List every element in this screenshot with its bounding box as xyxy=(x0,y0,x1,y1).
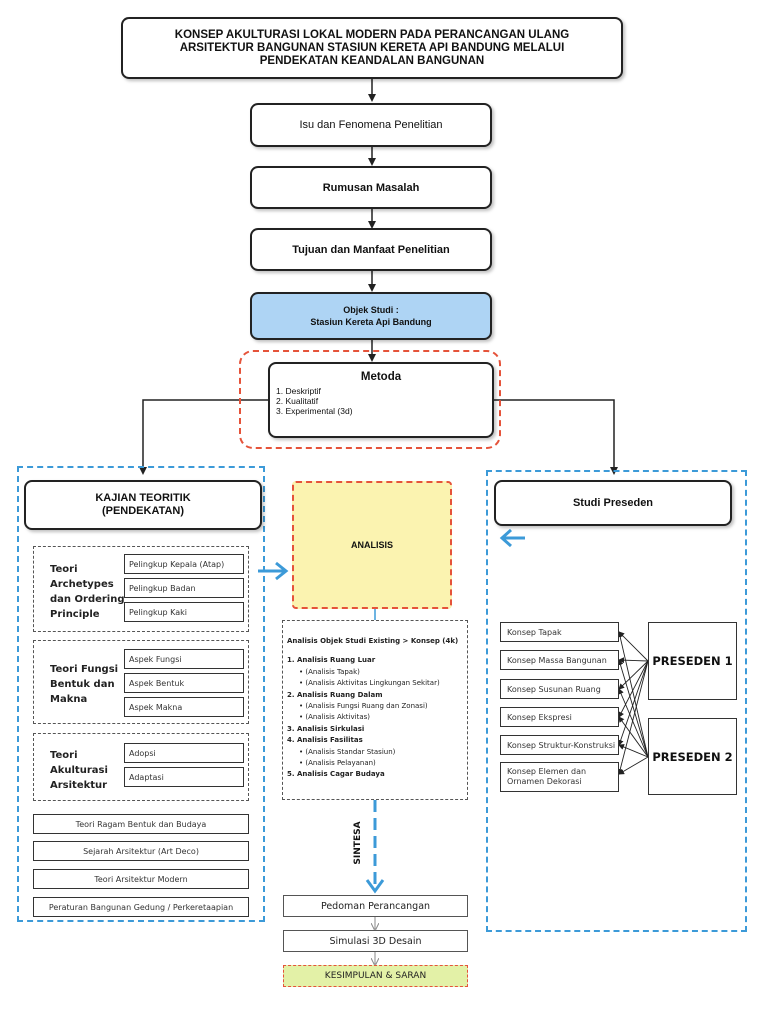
simulasi-label: Simulasi 3D Desain xyxy=(329,935,422,947)
analisis-heading: Analisis Objek Studi Existing > Konsep (… xyxy=(287,637,459,645)
aspek-bentuk-item: Aspek Bentuk xyxy=(124,673,244,693)
konsep-item: Konsep Susunan Ruang xyxy=(500,679,619,699)
extra-teori-item: Teori Arsitektur Modern xyxy=(33,869,249,889)
analisis-line: • (Analisis Pelayanan) xyxy=(299,759,376,768)
diagram-title: KONSEP AKULTURASI LOKAL MODERN PADA PERA… xyxy=(174,28,570,67)
akulturasi-group xyxy=(33,733,249,801)
preseden-dashed-frame xyxy=(486,470,747,932)
pelingkup-badan-item: Pelingkup Badan xyxy=(124,578,244,598)
analisis-line: 2. Analisis Ruang Dalam xyxy=(287,690,383,699)
isu-box: Isu dan Fenomena Penelitian xyxy=(250,103,492,147)
pedoman-label: Pedoman Perancangan xyxy=(320,900,431,912)
extra-teori-item: Peraturan Bangunan Gedung / Perkeretaapi… xyxy=(33,897,249,917)
preseden-1-box: PRESEDEN 1 xyxy=(648,622,737,700)
analisis-detail-text: Analisis Objek Studi Existing > Konsep (… xyxy=(287,636,467,781)
tujuan-box: Tujuan dan Manfaat Penelitian xyxy=(250,228,492,271)
konsep-item: Konsep Struktur-Konstruksi xyxy=(500,735,619,755)
analisis-line: • (Analisis Fungsi Ruang dan Zonasi) xyxy=(299,702,428,711)
objek-line1: Objek Studi : xyxy=(343,305,399,315)
objek-studi-box: Objek Studi : Stasiun Kereta Api Bandung xyxy=(250,292,492,340)
analisis-box: ANALISIS xyxy=(292,481,452,609)
extra-teori-item: Sejarah Arsitektur (Art Deco) xyxy=(33,841,249,861)
kesimpulan-label: KESIMPULAN & SARAN xyxy=(324,971,427,981)
metoda-title: Metoda xyxy=(360,371,402,383)
extra-teori-item: Teori Ragam Bentuk dan Budaya xyxy=(33,814,249,834)
preseden-title-box: Studi Preseden xyxy=(494,480,732,526)
pelingkup-kepala-item: Pelingkup Kepala (Atap) xyxy=(124,554,244,574)
analisis-line: 1. Analisis Ruang Luar xyxy=(287,656,376,665)
analisis-label: ANALISIS xyxy=(350,540,393,550)
adopsi-item: Adopsi xyxy=(124,743,244,763)
adaptasi-item: Adaptasi xyxy=(124,767,244,787)
preseden-2-label: PRESEDEN 2 xyxy=(652,749,733,764)
analisis-line: • (Analisis Aktivitas) xyxy=(299,713,370,722)
metoda-item: 2. Kualitatif xyxy=(276,396,319,406)
analisis-detail-box xyxy=(282,620,468,800)
pelingkup-kaki-item: Pelingkup Kaki xyxy=(124,602,244,622)
metoda-box: Metoda 1. Deskriptif 2. Kualitatif 3. Ex… xyxy=(268,362,494,438)
analisis-line: • (Analisis Tapak) xyxy=(299,667,360,676)
kajian-dashed-frame xyxy=(17,466,265,922)
analisis-line: 4. Analisis Fasilitas xyxy=(287,736,363,745)
analisis-line: • (Analisis Aktivitas Lingkungan Sekitar… xyxy=(299,679,440,688)
preseden-title: Studi Preseden xyxy=(572,497,654,509)
rumusan-box: Rumusan Masalah xyxy=(250,166,492,209)
metoda-item: 3. Experimental (3d) xyxy=(276,406,353,416)
aspek-fungsi-item: Aspek Fungsi xyxy=(124,649,244,669)
objek-line2: Stasiun Kereta Api Bandung xyxy=(310,317,432,327)
kajian-title-line2: (PENDEKATAN) xyxy=(101,505,185,517)
analisis-line: • (Analisis Standar Stasiun) xyxy=(299,747,396,756)
konsep-item: Konsep Ekspresi xyxy=(500,707,619,727)
analisis-line: 5. Analisis Cagar Budaya xyxy=(287,770,385,779)
aspek-makna-item: Aspek Makna xyxy=(124,697,244,717)
fungsi-group xyxy=(33,640,249,724)
konsep-item: Konsep Massa Bangunan xyxy=(500,650,619,670)
kajian-title-box: KAJIAN TEORITIK (PENDEKATAN) xyxy=(24,480,262,530)
kajian-title-line1: KAJIAN TEORITIK xyxy=(95,492,191,504)
metoda-item: 1. Deskriptif xyxy=(276,386,321,396)
preseden-1-label: PRESEDEN 1 xyxy=(652,654,733,668)
kesimpulan-box: KESIMPULAN & SARAN xyxy=(283,965,468,987)
konsep-item: Konsep Elemen dan Ornamen Dekorasi xyxy=(500,762,619,792)
rumusan-label: Rumusan Masalah xyxy=(322,181,420,194)
archetypes-group xyxy=(33,546,249,632)
analisis-line: 3. Analisis Sirkulasi xyxy=(287,724,365,733)
sintesa-label: SINTESA xyxy=(353,821,363,865)
isu-label: Isu dan Fenomena Penelitian xyxy=(299,119,443,131)
metoda-dashed-frame xyxy=(239,350,501,449)
preseden-2-box: PRESEDEN 2 xyxy=(648,718,737,795)
title-box: KONSEP AKULTURASI LOKAL MODERN PADA PERA… xyxy=(121,17,623,79)
pedoman-box: Pedoman Perancangan xyxy=(283,895,468,917)
simulasi-box: Simulasi 3D Desain xyxy=(283,930,468,952)
tujuan-label: Tujuan dan Manfaat Penelitian xyxy=(292,243,450,256)
analisis-lines: 1. Analisis Ruang Luar • (Analisis Tapak)… xyxy=(287,655,467,780)
konsep-item: Konsep Tapak xyxy=(500,622,619,642)
